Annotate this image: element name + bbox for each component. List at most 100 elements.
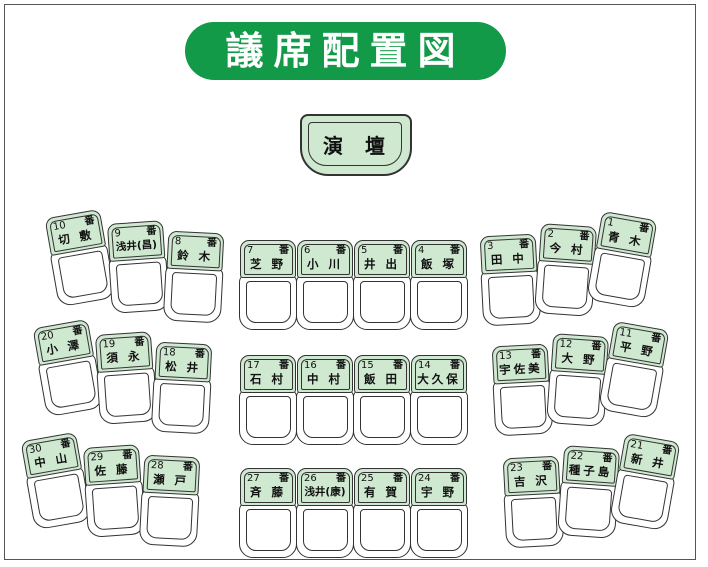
chair <box>162 264 224 324</box>
member-name: 宇佐美 <box>498 360 543 378</box>
seat-number-suffix: 番 <box>450 473 460 484</box>
chair <box>296 389 354 445</box>
chair-seat <box>146 495 194 541</box>
chair-seat <box>499 384 547 430</box>
chair-seat <box>246 281 291 323</box>
chair-seat <box>541 264 590 310</box>
chair <box>96 365 158 425</box>
chair-seat <box>303 509 348 551</box>
member-name: 瀬 戸 <box>152 472 190 488</box>
seat-number: 22 <box>570 450 584 463</box>
member-name: 芝 野 <box>249 257 286 271</box>
seat-number: 14 <box>418 360 431 371</box>
seat-number: 26 <box>304 473 317 484</box>
name-plate-inner <box>358 359 407 390</box>
member-name: 浅井(康) <box>304 486 346 498</box>
name-plate-inner <box>358 244 407 275</box>
chair-seat <box>33 473 86 523</box>
seat-number: 18 <box>162 346 176 359</box>
chair <box>84 478 146 538</box>
seat-number-suffix: 番 <box>146 225 157 238</box>
seat-number: 5 <box>361 245 368 256</box>
seat-number: 7 <box>247 245 254 256</box>
chair-seat <box>553 374 602 420</box>
seat-number-suffix: 番 <box>336 360 346 371</box>
chair <box>138 488 200 548</box>
chair <box>410 502 468 558</box>
chair-seat <box>487 274 535 320</box>
chair-seat <box>303 396 348 438</box>
member-name: 吉 沢 <box>513 473 551 489</box>
seat-number-suffix: 番 <box>336 245 346 256</box>
seat-number: 12 <box>559 338 573 351</box>
member-name: 小 川 <box>306 257 343 271</box>
seat-number-suffix: 番 <box>182 461 194 474</box>
chair-seat <box>417 509 462 551</box>
seat-number-suffix: 番 <box>83 214 96 228</box>
name-plate-inner <box>244 359 293 390</box>
chair-seat <box>246 396 291 438</box>
seat-number-suffix: 番 <box>530 348 542 361</box>
chair-seat <box>103 372 152 418</box>
chair <box>108 254 170 314</box>
name-plate-inner <box>358 472 407 503</box>
seat-number-suffix: 番 <box>122 449 133 462</box>
seat-number: 11 <box>618 326 633 341</box>
seat-number: 19 <box>102 338 116 351</box>
seat-number: 28 <box>150 459 164 472</box>
name-plate-inner <box>415 244 464 275</box>
seat-26: 26 番浅井(康) <box>296 468 354 560</box>
chair-seat <box>360 509 405 551</box>
chair-seat <box>605 362 658 412</box>
name-plate: 28 番瀬 戸 <box>142 454 201 496</box>
chair-seat <box>417 281 462 323</box>
name-plate-inner <box>301 472 350 503</box>
seat-number: 3 <box>486 240 494 253</box>
seat-number-suffix: 番 <box>450 245 460 256</box>
chair <box>353 274 411 330</box>
seat-number-suffix: 番 <box>336 473 346 484</box>
seat-number-suffix: 番 <box>393 360 403 371</box>
chair <box>239 274 297 330</box>
chair-seat <box>91 485 140 531</box>
chair <box>410 389 468 445</box>
chair-seat <box>158 382 206 428</box>
name-plate-inner <box>301 244 350 275</box>
seat-number: 8 <box>174 235 182 248</box>
seat-number: 4 <box>418 245 425 256</box>
seat-number: 17 <box>247 360 260 371</box>
seat-number: 24 <box>418 473 431 484</box>
chair <box>239 389 297 445</box>
chair <box>239 502 297 558</box>
member-name: 斉 藤 <box>249 485 286 499</box>
seat-number-suffix: 番 <box>279 360 289 371</box>
chair <box>534 257 596 317</box>
podium-label: 演壇 <box>323 134 407 158</box>
seat-number: 23 <box>509 462 524 475</box>
chair <box>480 267 542 327</box>
chair-seat <box>57 250 110 300</box>
